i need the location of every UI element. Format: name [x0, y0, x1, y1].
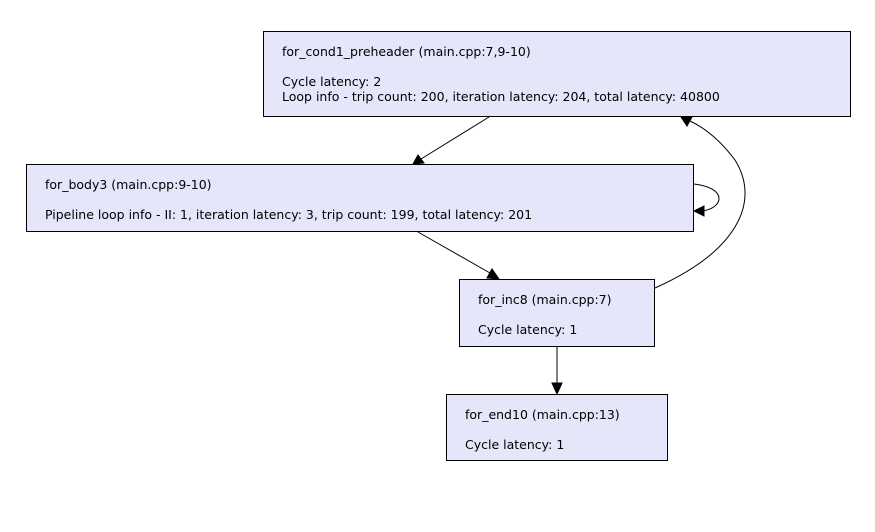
edge-inc-to-cond [654, 120, 746, 289]
edge-body-self-loop [693, 183, 720, 212]
node-title: for_body3 (main.cpp:9-10) [45, 177, 212, 192]
node-cycle-latency: Cycle latency: 1 [465, 437, 565, 452]
node-title: for_cond1_preheader (main.cpp:7,9-10) [282, 44, 531, 59]
edge-body-to-inc [417, 231, 491, 274]
node-for-cond1-preheader: for_cond1_preheader (main.cpp:7,9-10) Cy… [263, 31, 851, 117]
node-cycle-latency: Cycle latency: 2 [282, 74, 382, 89]
node-for-inc8: for_inc8 (main.cpp:7) Cycle latency: 1 [459, 279, 655, 347]
arrowhead-inc-to-cond [680, 116, 693, 127]
node-pipeline-info: Pipeline loop info - II: 1, iteration la… [45, 207, 533, 222]
arrowhead-cond-to-body [412, 154, 425, 165]
arrowhead-body-self-loop [692, 205, 705, 217]
arrowhead-body-to-inc [486, 268, 501, 280]
node-spacer [45, 192, 693, 207]
node-title: for_end10 (main.cpp:13) [465, 407, 620, 422]
node-loop-info: Loop info - trip count: 200, iteration l… [282, 89, 720, 104]
node-cycle-latency: Cycle latency: 1 [478, 322, 578, 337]
node-spacer [478, 307, 654, 322]
node-spacer [282, 59, 850, 74]
node-for-body3: for_body3 (main.cpp:9-10) Pipeline loop … [26, 164, 694, 232]
arrowhead-inc-to-end [551, 382, 563, 396]
node-title: for_inc8 (main.cpp:7) [478, 292, 612, 307]
edge-cond-to-body [420, 116, 490, 160]
node-for-end10: for_end10 (main.cpp:13) Cycle latency: 1 [446, 394, 668, 461]
node-spacer [465, 422, 667, 437]
